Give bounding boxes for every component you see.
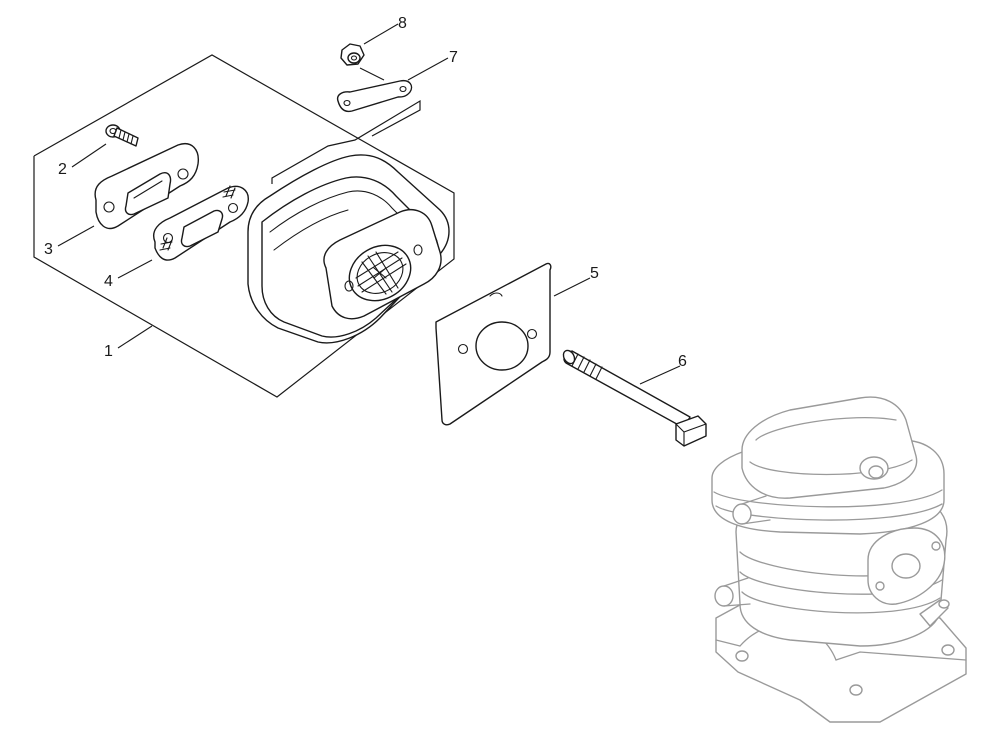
callout-3: 3 xyxy=(44,241,53,258)
reference-cylinder xyxy=(711,396,967,723)
callout-5: 5 xyxy=(590,265,599,282)
leader-8 xyxy=(363,23,399,45)
leader-lines xyxy=(57,23,681,385)
part-6-stud-bolt[interactable] xyxy=(561,348,707,447)
part-1-muffler[interactable] xyxy=(247,154,450,344)
leader-4 xyxy=(117,259,153,279)
part-7-bracket[interactable] xyxy=(336,79,413,113)
leader-1 xyxy=(117,325,153,349)
leader-8-tail xyxy=(359,67,385,81)
part-5-muffler-gasket[interactable] xyxy=(435,262,552,426)
callout-1: 1 xyxy=(104,343,113,360)
part-4-gasket[interactable] xyxy=(153,185,249,261)
callout-2: 2 xyxy=(58,161,67,178)
leader-3 xyxy=(57,225,95,247)
callout-8: 8 xyxy=(398,15,407,32)
leader-6 xyxy=(639,365,681,385)
callout-6: 6 xyxy=(678,353,687,370)
assembly-frame-extension xyxy=(271,99,421,184)
part-8-nut[interactable] xyxy=(340,43,365,66)
callout-7: 7 xyxy=(449,49,458,66)
assembly-frame xyxy=(33,54,455,398)
leader-7 xyxy=(407,57,449,81)
part-3-deflector-plate[interactable] xyxy=(94,143,199,230)
part-2-screw[interactable] xyxy=(105,124,139,147)
leader-5 xyxy=(553,277,591,297)
callout-4: 4 xyxy=(104,273,113,290)
leader-2 xyxy=(71,143,107,168)
